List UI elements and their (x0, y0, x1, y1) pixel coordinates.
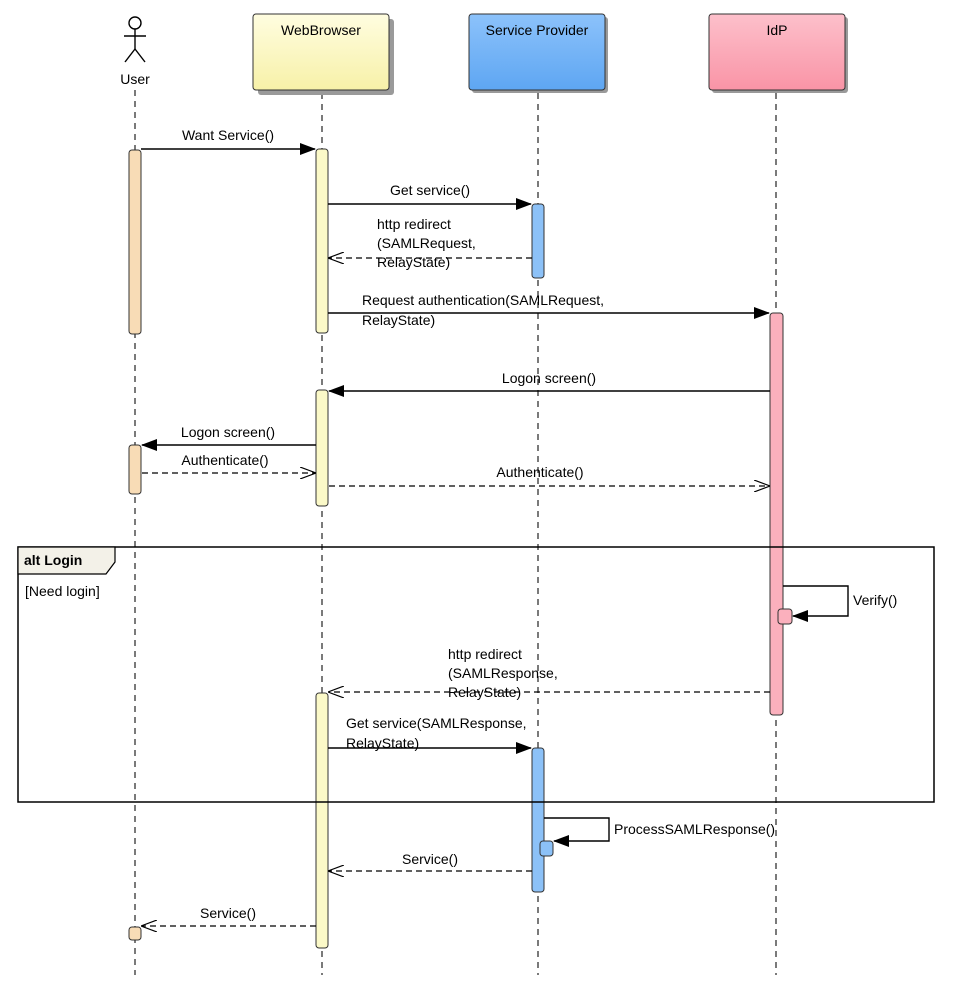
browser-box (252, 13, 390, 91)
message-process-samlresponse: ProcessSAMLResponse() (544, 817, 775, 847)
idp-nested-activation (777, 608, 793, 625)
svg-text:Request authentication(SAMLReq: Request authentication(SAMLRequest,Relay… (362, 292, 604, 328)
message-want-service: Want Service() (141, 127, 316, 155)
svg-text:Authenticate(): Authenticate() (496, 464, 583, 480)
fragment-tab (17, 546, 116, 575)
user-actor: User (120, 16, 150, 87)
idp-activation (769, 312, 784, 716)
user-label: User (120, 71, 150, 87)
message-http-redirect-1: http redirect(SAMLRequest,RelayState) (329, 216, 532, 270)
svg-text:Logon screen(): Logon screen() (181, 424, 275, 440)
sp-box (468, 13, 606, 91)
user-activation-end (128, 926, 142, 941)
message-logon-screen-1: Logon screen() (328, 370, 770, 397)
svg-text:Get service(): Get service() (390, 182, 470, 198)
message-verify: Verify() (783, 585, 897, 622)
browser-label: WebBrowser (281, 22, 361, 38)
browser-activation (315, 692, 329, 949)
alt-fragment: alt Login [Need login] (17, 546, 935, 803)
stick-figure-icon (124, 16, 146, 63)
svg-text:Logon screen(): Logon screen() (502, 370, 596, 386)
svg-text:Service(): Service() (402, 851, 458, 867)
idp-participant: IdP (708, 13, 848, 93)
message-authenticate-2: Authenticate() (329, 464, 769, 486)
idp-box (708, 13, 846, 91)
browser-activation (315, 389, 329, 507)
browser-activation (315, 148, 329, 334)
sp-activation (531, 747, 545, 893)
sp-nested-activation (539, 840, 554, 857)
fragment-label: alt Login (24, 552, 82, 568)
message-authenticate-1: Authenticate() (142, 452, 315, 473)
svg-text:Service(): Service() (200, 905, 256, 921)
sp-activation (531, 203, 545, 279)
message-service-2: Service() (142, 905, 316, 926)
user-activation (128, 444, 142, 495)
svg-text:http redirect(SAMLRequest,Rela: http redirect(SAMLRequest,RelayState) (377, 216, 476, 270)
message-http-redirect-2: http redirect(SAMLResponse,RelayState) (329, 646, 770, 700)
message-request-authentication: Request authentication(SAMLRequest,Relay… (328, 292, 770, 328)
message-logon-screen-2: Logon screen() (141, 424, 316, 451)
message-get-service: Get service() (328, 182, 532, 210)
message-get-service-samlresponse: Get service(SAMLResponse,RelayState) (328, 715, 532, 754)
svg-text:http redirect(SAMLResponse,Rel: http redirect(SAMLResponse,RelayState) (448, 646, 558, 700)
svg-text:Get service(SAMLResponse,Relay: Get service(SAMLResponse,RelayState) (346, 715, 527, 751)
message-service-1: Service() (329, 851, 532, 871)
browser-participant: WebBrowser (252, 13, 394, 95)
svg-text:ProcessSAMLResponse(): ProcessSAMLResponse() (614, 821, 775, 837)
svg-text:Verify(): Verify() (853, 592, 897, 608)
user-activation (128, 149, 142, 335)
fragment-guard: [Need login] (25, 583, 100, 599)
svg-text:Want Service(): Want Service() (182, 127, 274, 143)
sp-participant: Service Provider (468, 13, 608, 93)
idp-label: IdP (766, 22, 787, 38)
sp-label: Service Provider (486, 22, 589, 38)
svg-text:Authenticate(): Authenticate() (181, 452, 268, 468)
